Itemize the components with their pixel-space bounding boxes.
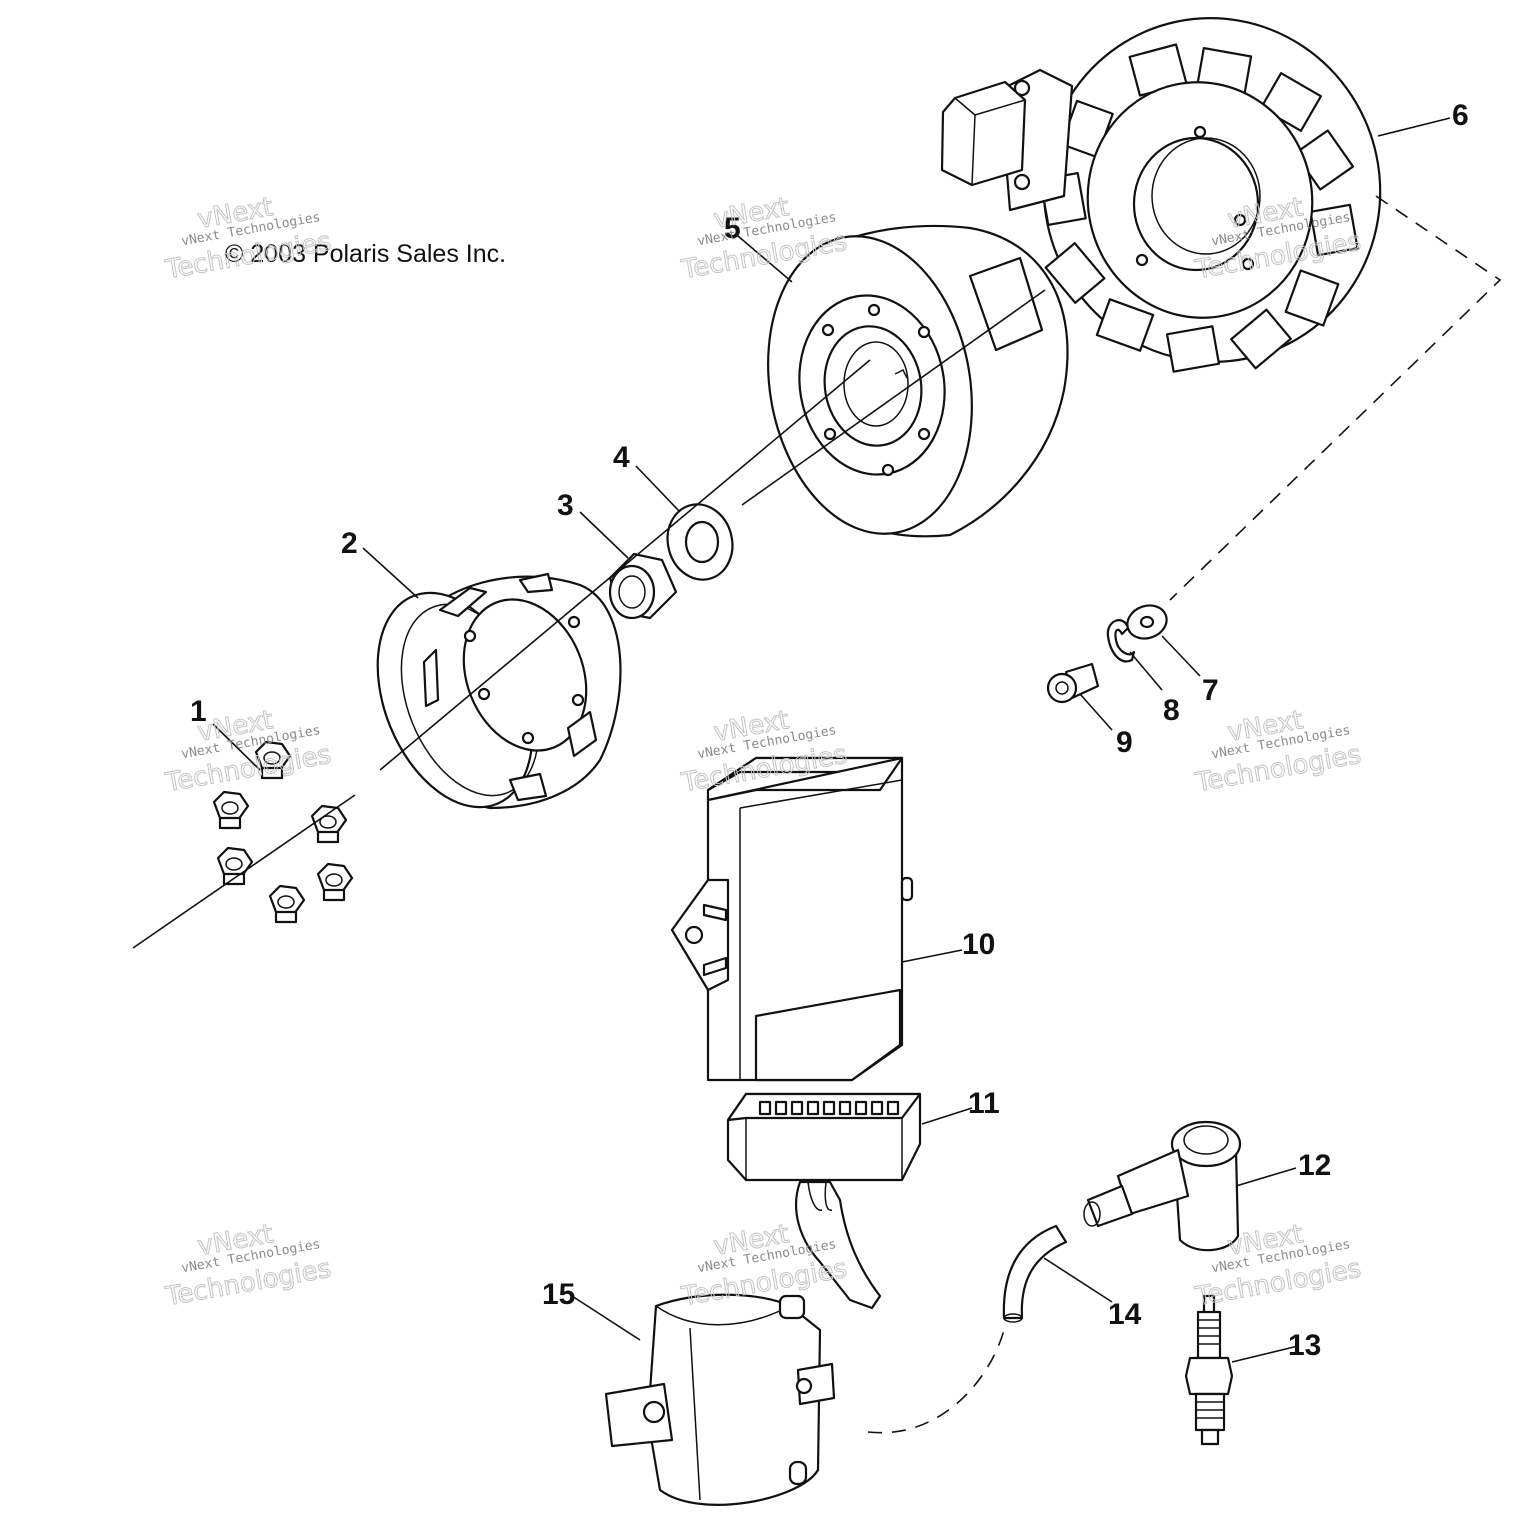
connector-pins: [758, 1100, 900, 1116]
part-1-bolts: [212, 740, 354, 924]
callout-11: 11: [968, 1087, 1000, 1120]
part-3-nut: [608, 552, 678, 620]
part-8-clip: [1106, 619, 1136, 663]
part-15-ignition-coil: [604, 1293, 836, 1506]
callout-numbers: 1 2 3 4 5 6 7 8 9 10 11 12 13 14 15: [190, 99, 1469, 1362]
callout-5: 5: [724, 212, 741, 245]
callout-7: 7: [1202, 674, 1219, 707]
callout-10: 10: [962, 928, 995, 961]
callout-12: 12: [1298, 1149, 1331, 1182]
part-11-connector: [726, 1092, 922, 1310]
callout-15: 15: [542, 1278, 575, 1311]
part-9-screw: [1046, 662, 1100, 704]
watermark: vNext vNext Technologies Technologies: [1192, 705, 1364, 799]
copyright-text: © 2003 Polaris Sales Inc.: [225, 240, 506, 268]
part-4-washer: [666, 503, 734, 581]
part-2-starter-cup: [376, 572, 622, 810]
leader-lines: [132, 117, 1502, 1434]
callout-4: 4: [613, 441, 630, 474]
callout-1: 1: [190, 695, 207, 728]
callout-13: 13: [1288, 1329, 1321, 1362]
watermark: vNext vNext Technologies Technologies: [162, 1219, 334, 1313]
part-12-spark-plug-cap: [1083, 1120, 1242, 1252]
callout-2: 2: [341, 527, 358, 560]
callout-6: 6: [1452, 99, 1469, 132]
callout-9: 9: [1116, 726, 1133, 759]
part-10-cdi-module: [670, 756, 914, 1082]
callout-8: 8: [1163, 694, 1180, 727]
callout-3: 3: [557, 489, 574, 522]
part-5-flywheel: [767, 224, 1069, 538]
callout-14: 14: [1108, 1298, 1142, 1331]
watermark: vNext vNext Technologies Technologies: [162, 705, 334, 799]
part-13-spark-plug: [1184, 1294, 1234, 1446]
part-6-stator: [940, 17, 1382, 373]
part-14-ht-lead: [1002, 1224, 1068, 1323]
watermark: vNext vNext Technologies Technologies: [162, 192, 334, 286]
